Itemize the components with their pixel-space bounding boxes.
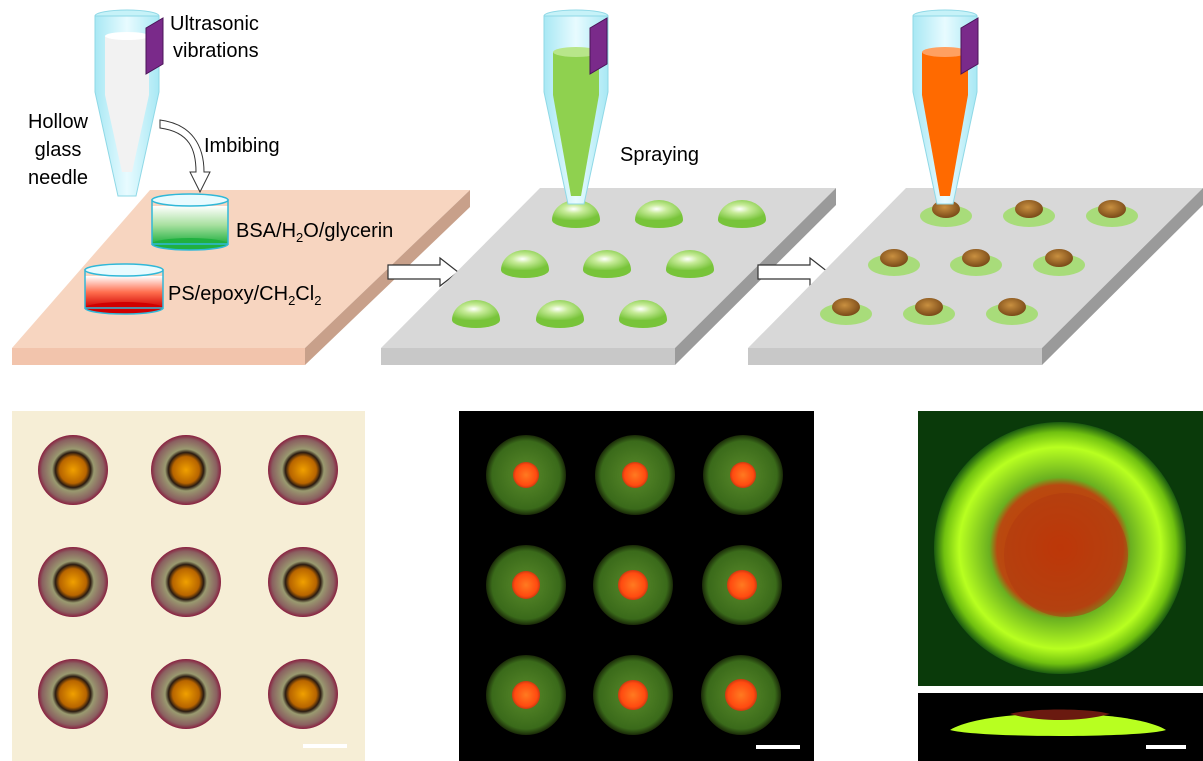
droplet <box>635 200 683 228</box>
fl-dot <box>701 655 781 735</box>
fl-dot <box>593 545 673 625</box>
droplet <box>666 250 714 278</box>
step-arrow-1 <box>387 256 459 288</box>
fl-dot <box>486 545 566 625</box>
core-shell-droplet <box>950 249 1002 276</box>
droplet <box>536 300 584 328</box>
micrograph-closeup <box>918 411 1203 686</box>
hollow-glass-needle <box>94 9 160 197</box>
core-shell-droplet <box>1003 200 1055 227</box>
scale-bar <box>1146 745 1186 749</box>
beaker-ps <box>84 263 164 315</box>
core-shell-droplet <box>1086 200 1138 227</box>
core-shell-droplet <box>903 298 955 325</box>
scale-bar <box>303 744 347 748</box>
micrograph-fluorescence <box>459 411 814 761</box>
label-hollow-2: glass <box>35 139 82 161</box>
fl-dot <box>702 545 782 625</box>
fl-dot <box>593 655 673 735</box>
label-bsa: BSA/H2O/glycerin <box>236 220 393 245</box>
fl-dot <box>595 435 675 515</box>
bf-dot <box>151 659 221 729</box>
bf-dot <box>268 435 338 505</box>
label-ps-a: PS/epoxy/CH <box>168 283 288 305</box>
bf-dot <box>38 547 108 617</box>
scale-bar <box>756 745 800 749</box>
label-bsa-a: BSA/H <box>236 220 296 242</box>
label-ps-sub1: 2 <box>288 293 295 308</box>
label-hollow-1: Hollow <box>28 111 89 133</box>
label-hollow-3: needle <box>28 167 88 189</box>
droplet <box>452 300 500 328</box>
label-bsa-sub: 2 <box>296 230 303 245</box>
droplets-green <box>452 200 766 328</box>
bf-dot <box>38 659 108 729</box>
label-ps: PS/epoxy/CH2Cl2 <box>168 283 321 308</box>
transducer-plate <box>145 17 164 75</box>
label-imbibing: Imbibing <box>204 135 280 157</box>
micrograph-cross-section <box>918 693 1203 761</box>
beaker-bsa <box>151 193 229 251</box>
core-shell-droplet <box>1033 249 1085 276</box>
label-ps-b: Cl <box>295 283 314 305</box>
fl-dot <box>486 435 566 515</box>
label-bsa-b: O/glycerin <box>303 220 393 242</box>
core-shell-droplet <box>868 249 920 276</box>
transducer-plate <box>589 17 608 75</box>
bf-dot <box>268 659 338 729</box>
droplets-core-shell <box>820 200 1138 325</box>
droplet <box>501 250 549 278</box>
label-ps-sub2: 2 <box>314 293 321 308</box>
core-shell-droplet <box>986 298 1038 325</box>
fl-dot <box>486 655 566 735</box>
droplet <box>552 200 600 228</box>
imbibing-arrow <box>159 119 211 194</box>
bf-dot <box>38 435 108 505</box>
bf-dot <box>151 435 221 505</box>
bf-dot <box>151 547 221 617</box>
core-shell-droplet <box>820 298 872 325</box>
droplet <box>583 250 631 278</box>
label-ultrasonic-2: vibrations <box>173 40 259 62</box>
label-spraying: Spraying <box>620 144 699 166</box>
bf-dot <box>268 547 338 617</box>
droplet <box>619 300 667 328</box>
label-ultrasonic-1: Ultrasonic <box>170 13 259 35</box>
micrograph-brightfield <box>12 411 365 761</box>
fl-dot <box>703 435 783 515</box>
droplet <box>718 200 766 228</box>
transducer-plate <box>960 17 979 75</box>
